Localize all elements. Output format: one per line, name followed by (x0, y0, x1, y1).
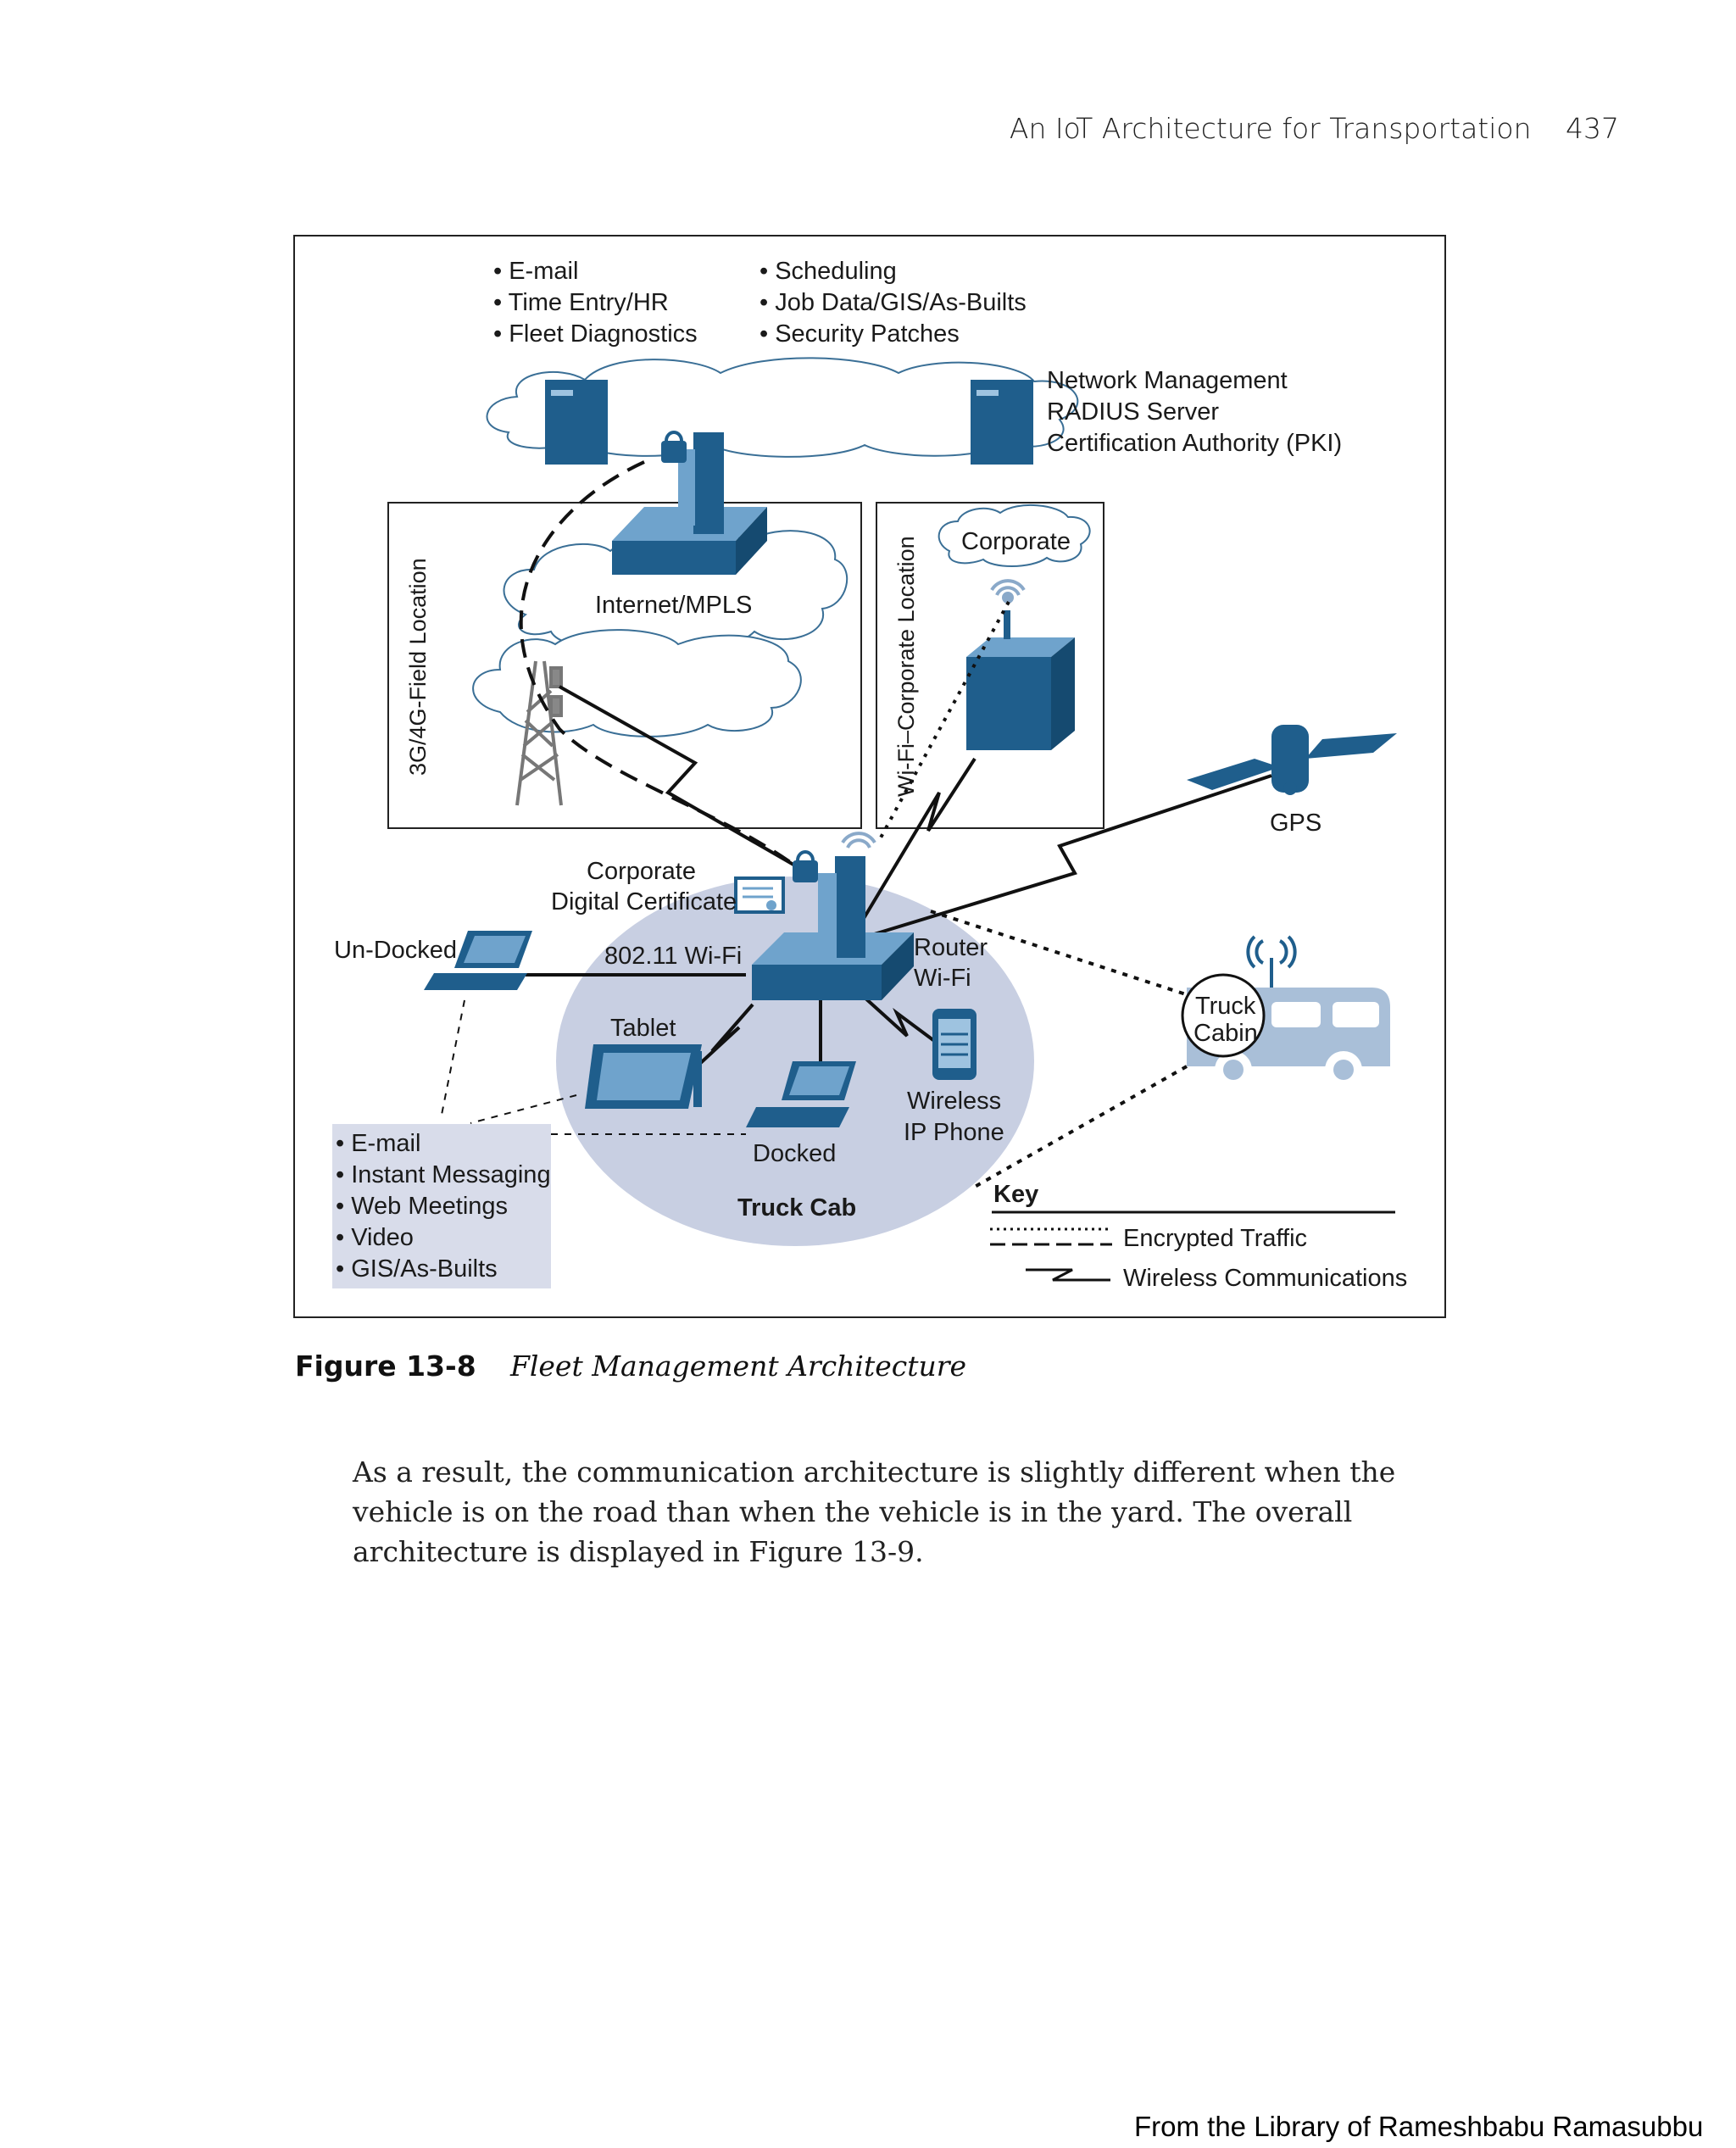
cab-services-panel (332, 1124, 551, 1288)
figure-title: Fleet Management Architecture (509, 1349, 967, 1383)
field-location-label: 3G/4G-Field Location (405, 558, 431, 776)
gps-satellite-icon (1187, 725, 1397, 795)
wifi-icon (990, 579, 1026, 604)
library-note: From the Library of Rameshbabu Ramasubbu (1134, 2111, 1704, 2142)
key-wireless-swatch (1026, 1268, 1110, 1282)
server-labels: Network Management RADIUS Server Certifi… (1047, 367, 1342, 457)
tablet-icon (585, 1044, 702, 1109)
corporate-cloud-label: Corporate (961, 528, 1071, 555)
firewall-router-top (612, 431, 767, 575)
corporate-cloud (938, 504, 1091, 567)
server-label: Certification Authority (PKI) (1047, 430, 1342, 457)
cell-tower-icon (515, 660, 563, 806)
service-item: • Scheduling (760, 258, 897, 285)
wireless-link (861, 757, 976, 921)
office-building-icon (966, 610, 1075, 750)
truck-cab-label: Truck Cab (737, 1194, 856, 1221)
server-icon (545, 380, 608, 465)
undocked-label: Un-Docked (334, 937, 457, 964)
top-services-right: • Scheduling • Job Data/GIS/As-Builts • … (760, 258, 1027, 348)
cab-services-list: • E-mail • Instant Messaging • Web Meeti… (336, 1130, 551, 1283)
dotted-link (878, 601, 1010, 840)
fleet-management-diagram: • E-mail • Time Entry/HR • Fleet Diagnos… (293, 235, 1446, 1318)
truck-cabin-line1: Truck (1195, 993, 1256, 1020)
page-number: 437 (1566, 112, 1619, 145)
service-item: • Security Patches (760, 320, 960, 348)
figure-caption: Figure 13-8 Fleet Management Architectur… (295, 1349, 966, 1383)
dashed-link (440, 999, 465, 1120)
wifi-icon (841, 832, 876, 849)
service-item: • Instant Messaging (336, 1161, 551, 1188)
laptop-icon (746, 1061, 856, 1127)
phone-label-line1: Wireless (907, 1088, 1001, 1115)
key-title: Key (993, 1181, 1038, 1208)
wireless-link (861, 994, 938, 1044)
service-item: • Job Data/GIS/As-Builts (760, 289, 1027, 316)
server-label: Network Management (1047, 367, 1288, 394)
server-icon (971, 380, 1033, 465)
service-item: • GIS/As-Builts (336, 1255, 498, 1283)
service-item: • Fleet Diagnostics (493, 320, 698, 348)
service-item: • E-mail (493, 258, 578, 285)
truck-cabin-line2: Cabin (1194, 1020, 1258, 1047)
corporate-location-label: Wi-Fi–Corporate Location (893, 536, 919, 797)
internet-label: Internet/MPLS (595, 592, 752, 619)
running-header: An IoT Architecture for Transportation 4… (1010, 112, 1619, 145)
gps-label: GPS (1270, 810, 1321, 837)
service-item: • E-mail (336, 1130, 420, 1157)
router-label-line2: Wi-Fi (914, 965, 971, 992)
dashed-link (519, 460, 807, 875)
router-label-line1: Router (914, 934, 988, 961)
service-item: • Video (336, 1224, 414, 1251)
dashed-link (470, 1094, 577, 1124)
top-services-left: • E-mail • Time Entry/HR • Fleet Diagnos… (493, 258, 698, 348)
cert-label-line1: Corporate (587, 858, 696, 885)
dotted-link (930, 910, 1192, 998)
wireless-link (851, 774, 1272, 943)
wifi-label: 802.11 Wi-Fi (604, 943, 742, 970)
wireless-link (559, 685, 806, 873)
wireless-link (693, 1003, 754, 1070)
certificate-icon (734, 876, 785, 914)
truck-router-firewall (752, 850, 914, 1000)
ip-phone-icon (932, 1009, 976, 1080)
figure-frame (293, 235, 1446, 1318)
cert-label-line2: Digital Certificate (551, 888, 737, 915)
docked-label: Docked (753, 1140, 836, 1167)
laptop-icon (424, 931, 532, 990)
service-item: • Web Meetings (336, 1193, 508, 1220)
key-encrypted-label: Encrypted Traffic (1123, 1225, 1307, 1252)
phone-label-line2: IP Phone (904, 1119, 1004, 1146)
corporate-location-box (876, 502, 1104, 829)
tablet-label: Tablet (610, 1015, 676, 1042)
truck-cabin-marker (1181, 973, 1266, 1058)
field-location-box (387, 502, 862, 829)
service-item: • Time Entry/HR (493, 289, 669, 316)
body-paragraph: As a result, the communication architect… (353, 1455, 1396, 1568)
dotted-link (974, 1065, 1188, 1188)
figure-label: Figure 13-8 (295, 1349, 476, 1383)
server-label: RADIUS Server (1047, 398, 1219, 426)
running-title: An IoT Architecture for Transportation (1009, 112, 1532, 145)
antenna-icon (1246, 935, 1297, 988)
key-wireless-label: Wireless Communications (1123, 1265, 1407, 1292)
